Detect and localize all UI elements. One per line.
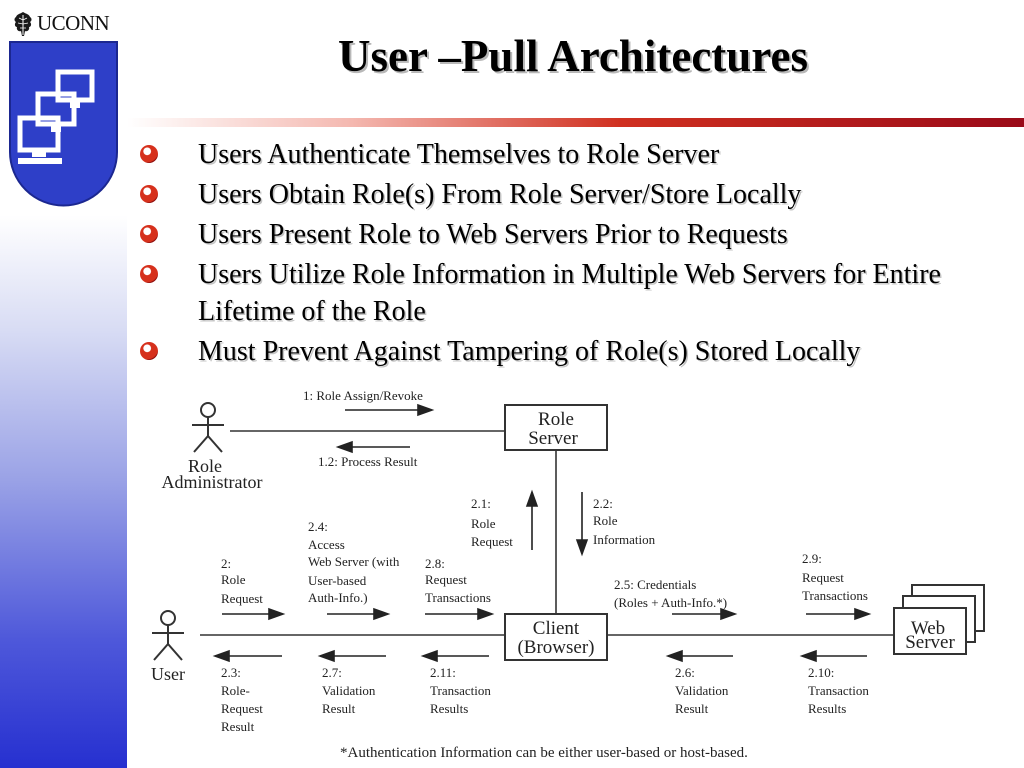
message-label: Request	[221, 701, 263, 716]
message-label: Transaction	[808, 683, 869, 698]
message-label: (Roles + Auth-Info.*)	[614, 595, 727, 610]
message-label: Auth-Info.)	[308, 590, 368, 605]
message-label: 2.4:	[308, 519, 328, 534]
message-label: 2.8:	[425, 556, 445, 571]
web-server-stack: Web Server	[893, 584, 985, 655]
connection-lines	[200, 430, 894, 636]
arrow-right-icon	[806, 607, 872, 621]
message-label: Web Server (with	[308, 554, 400, 569]
message-label: Request	[221, 591, 263, 606]
message-arrows	[212, 403, 872, 663]
message-label: Role	[221, 572, 246, 587]
bullet-item: Users Utilize Role Information in Multip…	[140, 256, 1020, 330]
role-server-label: Role	[538, 409, 574, 430]
message-label: 2.9:	[802, 551, 822, 566]
message-label: Information	[593, 532, 656, 547]
bullet-item: Users Obtain Role(s) From Role Server/St…	[140, 176, 1020, 213]
arrow-left-icon	[420, 649, 489, 663]
message-label: Result	[221, 719, 255, 734]
web-server-label: Server	[905, 632, 955, 653]
uconn-wordmark: UCONN	[37, 11, 110, 35]
client-label: (Browser)	[517, 637, 594, 658]
diagram-footnote: *Authentication Information can be eithe…	[340, 745, 748, 761]
bullet-marker-icon	[140, 342, 158, 360]
bullet-text: Users Authenticate Themselves to Role Se…	[198, 139, 720, 170]
bullet-marker-icon	[140, 225, 158, 243]
arrow-right-icon	[222, 607, 286, 621]
message-label: 2.5: Credentials	[614, 577, 696, 592]
message-label: Transaction	[430, 683, 491, 698]
message-label: 2.1:	[471, 496, 491, 511]
message-label: Role-	[221, 683, 250, 698]
bullet-list: Users Authenticate Themselves to Role Se…	[140, 136, 1020, 373]
arrow-left-icon	[212, 649, 282, 663]
arrow-left-icon	[799, 649, 867, 663]
bullet-item: Users Present Role to Web Servers Prior …	[140, 216, 1020, 253]
bullet-item: Users Authenticate Themselves to Role Se…	[140, 136, 1020, 173]
message-label: 2:	[221, 556, 231, 571]
stacked-monitors-icon	[17, 69, 95, 164]
sidebar: UCONN Computer Science and Engineering	[0, 0, 127, 768]
arrow-left-icon	[335, 440, 410, 454]
uconn-logo: UCONN	[6, 5, 121, 36]
user-actor-icon	[152, 610, 184, 661]
arrow-up-icon	[525, 489, 539, 550]
bullet-marker-icon	[140, 185, 158, 203]
arrow-down-icon	[575, 492, 589, 557]
message-label: Result	[675, 701, 709, 716]
message-label: 2.6:	[675, 665, 695, 680]
message-label: Result	[322, 701, 356, 716]
message-label: Validation	[675, 683, 729, 698]
message-label: 2.11:	[430, 665, 456, 680]
message-label: Transactions	[425, 590, 491, 605]
bullet-text: Users Obtain Role(s) From Role Server/St…	[198, 179, 802, 210]
message-label: Role	[471, 516, 496, 531]
message-label: 2.3:	[221, 665, 241, 680]
bullet-item: Must Prevent Against Tampering of Role(s…	[140, 333, 1020, 370]
arrow-right-icon	[425, 607, 495, 621]
message-label: Results	[808, 701, 846, 716]
message-label: User-based	[308, 573, 367, 588]
bullet-text: Users Present Role to Web Servers Prior …	[198, 219, 788, 250]
role-administrator-label: Role	[188, 456, 222, 476]
arrow-right-icon	[345, 403, 435, 417]
message-label: Transactions	[802, 588, 868, 603]
message-label: Request	[802, 570, 844, 585]
arrow-right-icon	[327, 607, 391, 621]
arrow-right-icon	[672, 607, 738, 621]
arrow-left-icon	[665, 649, 733, 663]
role-administrator-label: Administrator	[162, 472, 263, 492]
message-label: Access	[308, 537, 345, 552]
role-administrator-actor-icon	[192, 402, 224, 453]
role-server-box: Role Server	[504, 404, 608, 451]
bullet-marker-icon	[140, 265, 158, 283]
user-label: User	[151, 664, 185, 684]
oak-leaf-icon	[14, 12, 32, 36]
page-title: User –Pull Architectures	[338, 31, 808, 81]
arrow-left-icon	[317, 649, 386, 663]
role-server-label: Server	[528, 428, 578, 449]
message-label: 1: Role Assign/Revoke	[303, 388, 423, 403]
client-browser-box: Client (Browser)	[504, 613, 608, 661]
message-label: 1.2: Process Result	[318, 454, 418, 469]
bullet-marker-icon	[140, 145, 158, 163]
bullet-text: Users Utilize Role Information in Multip…	[198, 259, 941, 327]
bullet-text: Must Prevent Against Tampering of Role(s…	[198, 336, 861, 367]
message-label: 2.2:	[593, 496, 613, 511]
message-label: Request	[471, 534, 513, 549]
message-label: Validation	[322, 683, 376, 698]
message-label: Request	[425, 572, 467, 587]
message-label: 2.7:	[322, 665, 342, 680]
title-divider	[127, 118, 1024, 127]
cse-emblem: Computer Science and Engineering	[0, 40, 120, 216]
message-label: Role	[593, 513, 618, 528]
message-label: 2.10:	[808, 665, 834, 680]
architecture-diagram: Role Administrator User Role Server Clie…	[151, 388, 985, 761]
web-server-label: Web	[911, 618, 945, 639]
client-label: Client	[533, 618, 580, 639]
message-label: Results	[430, 701, 468, 716]
